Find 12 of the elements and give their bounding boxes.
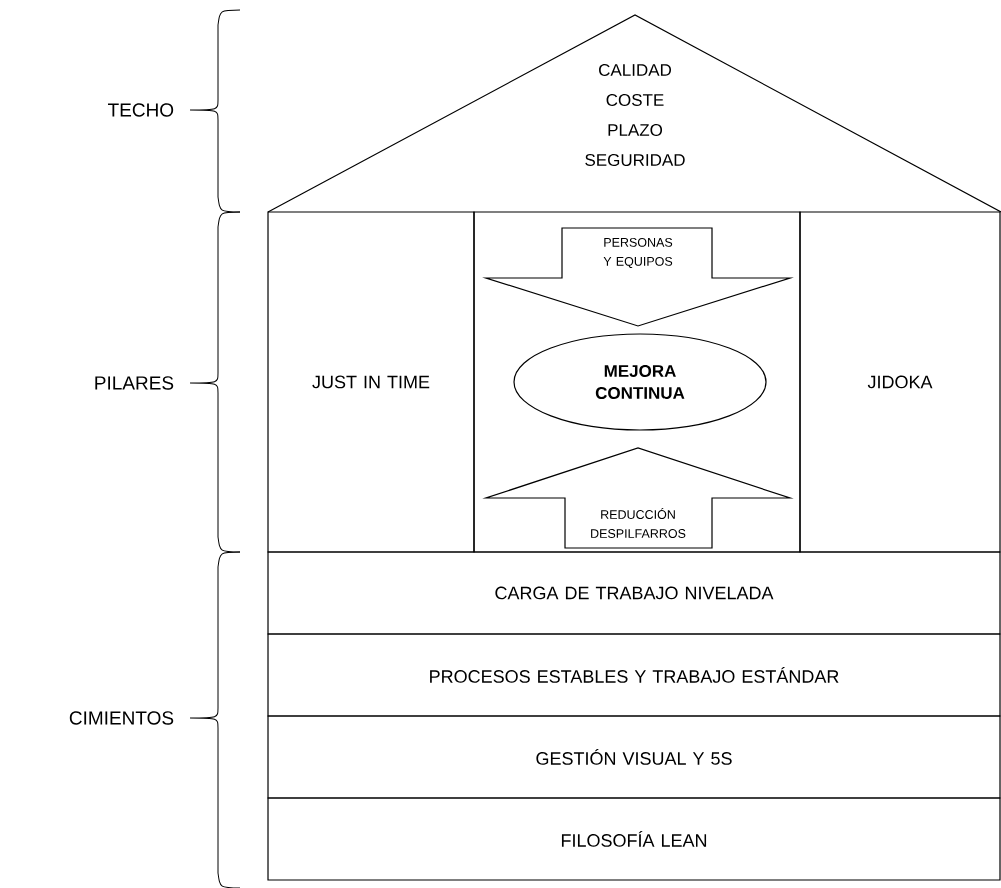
band: FILOSOFÍA LEAN bbox=[267, 797, 1001, 881]
band: GESTIÓN VISUAL Y 5S bbox=[267, 715, 1001, 799]
section-label: CIMIENTOS bbox=[69, 711, 174, 725]
section-label: TECHO bbox=[108, 103, 174, 117]
pentagon-box: REDUCCIÓN DESPILFARROS bbox=[482, 447, 794, 549]
pentagon-box: PERSONAS Y EQUIPOS bbox=[482, 227, 794, 327]
pillar-box: JUST IN TIME bbox=[267, 211, 475, 553]
section-label: PILARES bbox=[95, 376, 174, 390]
pillar-box: JIDOKA bbox=[799, 211, 1001, 553]
band: PROCESOS ESTABLES Y TRABAJO ESTÁNDAR bbox=[267, 633, 1001, 717]
column-box bbox=[473, 211, 801, 553]
band: CARGA DE TRABAJO NIVELADA bbox=[267, 551, 1001, 635]
